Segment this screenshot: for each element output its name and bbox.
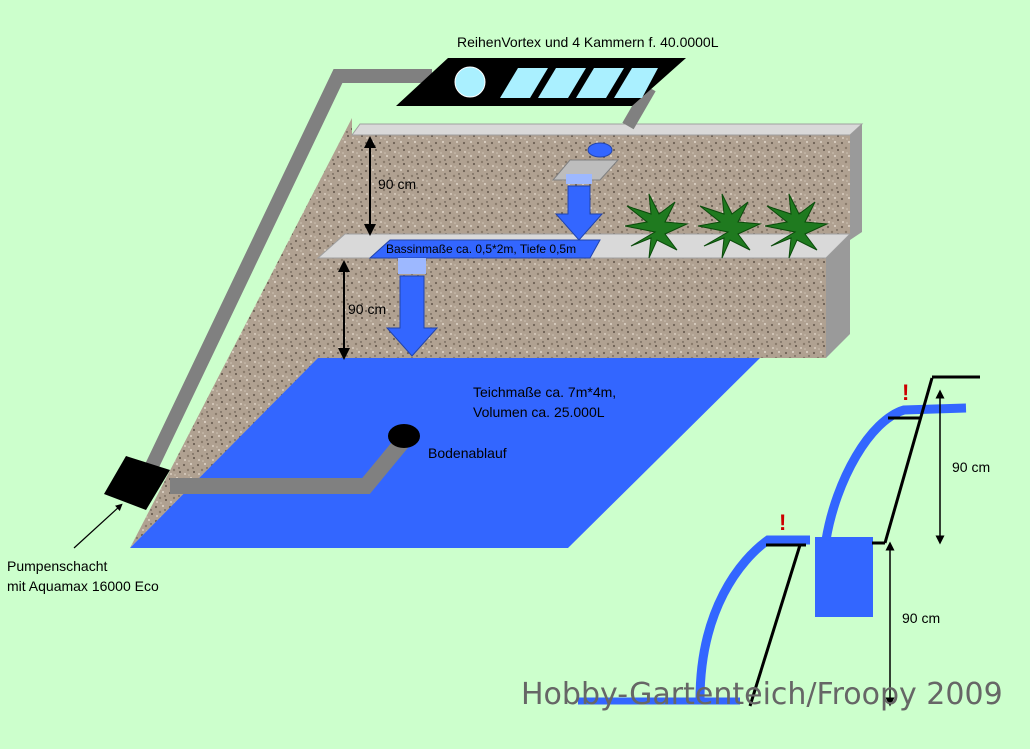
watermark: Hobby-Gartenteich/Froopy 2009 bbox=[521, 677, 1003, 712]
section-upper-flow bbox=[821, 403, 967, 541]
warning-mark-lower: ! bbox=[779, 510, 786, 535]
section-lower-height-label: 90 cm bbox=[902, 610, 940, 626]
drain-label: Bodenablauf bbox=[428, 445, 507, 461]
upper-flow-arrow bbox=[554, 185, 604, 241]
pond-volume-label: Volumen ca. 25.000L bbox=[473, 404, 605, 420]
pump-shaft bbox=[104, 456, 170, 510]
pump-pointer bbox=[73, 503, 123, 549]
section-lower-flow bbox=[695, 535, 810, 701]
drain-icon bbox=[388, 424, 420, 448]
section-basin bbox=[815, 537, 873, 617]
ground-slope bbox=[130, 118, 352, 548]
basin bbox=[368, 239, 601, 259]
vortex-chamber-icon bbox=[454, 66, 486, 98]
inlet-icon bbox=[587, 142, 613, 158]
basin-label: Bassinmaße ca. 0,5*2m, Tiefe 0,5m bbox=[386, 242, 576, 256]
section-upper-height-label: 90 cm bbox=[952, 459, 990, 475]
filter-chamber-3-icon bbox=[576, 68, 624, 98]
lower-flow-arrow bbox=[385, 275, 439, 357]
vortex-label: ReihenVortex und 4 Kammern f. 40.0000L bbox=[457, 34, 719, 50]
drain-pipe bbox=[170, 434, 411, 494]
upper-flow-arrow-stripes bbox=[566, 174, 592, 184]
pump-label-line2: mit Aquamax 16000 Eco bbox=[7, 578, 159, 594]
section-lower-wall bbox=[748, 544, 802, 707]
lower-terrace-side bbox=[826, 234, 850, 358]
plant-2-icon bbox=[697, 193, 762, 259]
upper-height-label: 90 cm bbox=[378, 176, 416, 192]
filter-chamber-2-icon bbox=[538, 68, 586, 98]
filter-chamber-4-icon bbox=[614, 68, 658, 98]
section-upper-wall bbox=[883, 377, 934, 544]
pump-pipe bbox=[143, 69, 432, 474]
lower-terrace-front bbox=[318, 258, 826, 358]
plant-3-icon bbox=[764, 193, 829, 259]
lower-height-label: 90 cm bbox=[348, 301, 386, 317]
upper-terrace-side bbox=[850, 124, 862, 240]
filter-chamber-1-icon bbox=[500, 68, 548, 98]
plant-1-icon bbox=[624, 193, 689, 259]
pump-label-line1: Pumpenschacht bbox=[7, 558, 108, 574]
warning-mark-upper: ! bbox=[902, 380, 909, 405]
return-pipe bbox=[622, 84, 656, 130]
lower-flow-arrow-stripes bbox=[398, 258, 426, 274]
pond bbox=[130, 358, 760, 548]
upper-terrace-top bbox=[351, 123, 864, 136]
pond-dimensions-label: Teichmaße ca. 7m*4m, bbox=[473, 384, 616, 400]
